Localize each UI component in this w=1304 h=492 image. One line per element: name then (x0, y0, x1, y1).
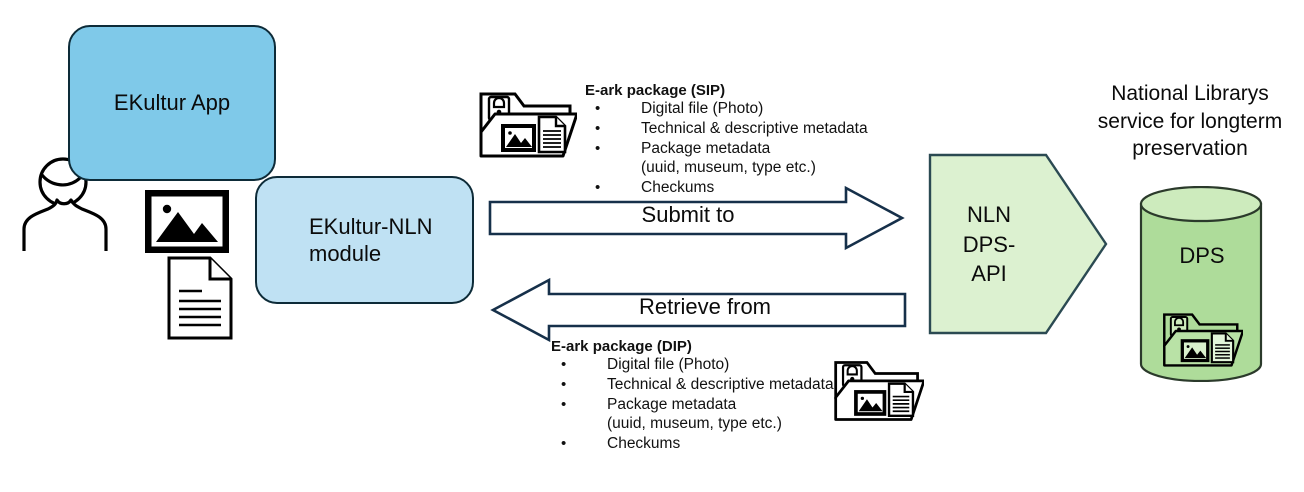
list-item: • Checkums (585, 178, 868, 198)
package-sip-block: E-ark package (SIP) • Digital file (Phot… (585, 82, 868, 198)
list-item-text: Checkums (641, 179, 715, 197)
secure-package-folder-icon-stored (1161, 308, 1245, 377)
package-dip-block: E-ark package (DIP) • Digital file (Phot… (551, 338, 834, 454)
node-ekultur-nln-module-label: EKultur-NLN module (309, 213, 433, 267)
package-sip-list: • Digital file (Photo) • Technical & des… (585, 99, 868, 198)
list-item-text: (uuid, museum, type etc.) (607, 415, 782, 433)
list-item-text: Digital file (Photo) (607, 356, 730, 373)
list-item-text: Package metadata (607, 395, 737, 413)
node-nln-dps-api[interactable] (928, 153, 1108, 340)
bullet-glyph: • (595, 139, 601, 157)
list-item: • Technical & descriptive metadata (585, 119, 868, 139)
secure-package-folder-icon-sip (477, 86, 579, 169)
node-nln-dps-api-line2: DPS- (962, 231, 1016, 257)
secure-package-folder-icon-dip (832, 355, 926, 432)
document-page-icon (166, 255, 234, 346)
list-item-text: Digital file (Photo) (641, 100, 764, 117)
package-dip-list: • Digital file (Photo) • Technical & des… (551, 355, 834, 454)
node-ekultur-nln-module[interactable]: EKultur-NLN module (255, 176, 474, 304)
store-caption-line2: service for longterm (1097, 109, 1283, 133)
arrow-retrieve-from[interactable] (490, 277, 907, 347)
node-nln-dps-api-line3: API (971, 261, 1007, 287)
store-caption-line3: preservation (1132, 137, 1248, 161)
image-photo-icon (142, 187, 232, 258)
bullet-glyph: • (561, 395, 567, 413)
list-item: • Checkums (551, 434, 834, 454)
node-nln-dps-api-line1: NLN (966, 202, 1011, 227)
bullet-glyph: • (595, 100, 601, 117)
list-item: • Package metadata (551, 395, 834, 415)
store-caption: National Librarys service for longterm p… (1078, 80, 1302, 163)
bullet-glyph: • (561, 435, 567, 453)
node-ekultur-app-label: EKultur App (113, 90, 231, 116)
node-ekultur-app[interactable]: EKultur App (68, 25, 276, 181)
list-item: • Technical & descriptive metadata (551, 375, 834, 395)
arrow-submit-to[interactable] (488, 185, 905, 255)
bullet-glyph: • (595, 179, 601, 197)
list-item-text: Checkums (607, 435, 681, 453)
list-item-text: Technical & descriptive metadata (641, 119, 868, 137)
package-sip-title: E-ark package (SIP) (585, 82, 726, 99)
list-item-text: Technical & descriptive metadata (607, 375, 834, 393)
list-item: • Package metadata (585, 139, 868, 159)
node-nln-dps-api-label: NLN DPS- API (944, 200, 1034, 289)
bullet-glyph: • (595, 119, 601, 137)
list-item-text: (uuid, museum, type etc.) (641, 159, 816, 177)
bullet-glyph: • (561, 375, 567, 393)
list-item: • Digital file (Photo) (551, 355, 834, 375)
arrow-retrieve-from-label: Retrieve from (638, 294, 772, 319)
store-caption-line1: National Librarys (1111, 82, 1269, 105)
package-dip-title: E-ark package (DIP) (551, 338, 692, 355)
list-item-text: Package metadata (641, 139, 771, 157)
list-item-continuation: (uuid, museum, type etc.) (585, 158, 868, 178)
node-dps-store-label: DPS (1179, 243, 1225, 268)
bullet-glyph: • (561, 356, 567, 373)
list-item: • Digital file (Photo) (585, 99, 868, 119)
list-item-continuation: (uuid, museum, type etc.) (551, 414, 834, 434)
arrow-submit-to-label: Submit to (641, 202, 735, 227)
